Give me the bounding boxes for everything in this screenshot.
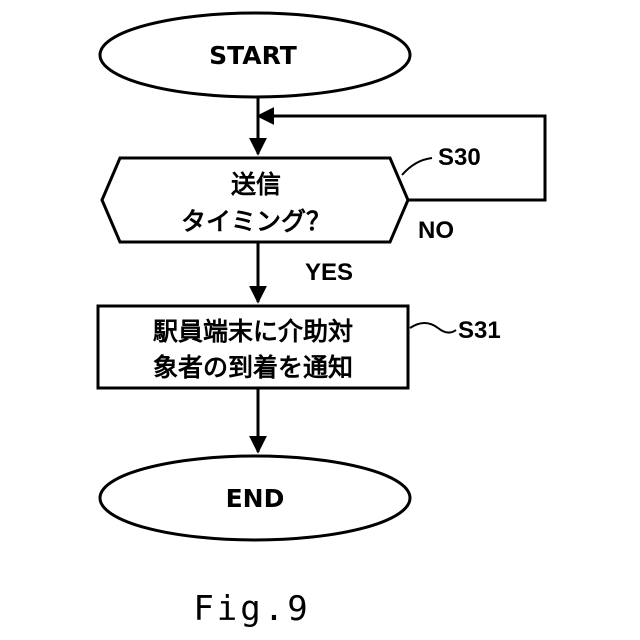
yes-label: YES	[305, 259, 353, 286]
no-label: NO	[418, 217, 454, 244]
figure-caption: Fig.9	[193, 589, 310, 629]
s30-label: S30	[438, 144, 481, 171]
process-line1: 駅員端末に介助対	[153, 317, 353, 346]
decision-line1: 送信	[231, 170, 281, 199]
decision-line2: タイミング？	[181, 207, 331, 236]
s31-label: S31	[458, 317, 501, 344]
end-label: END	[226, 484, 285, 513]
s31-leader	[410, 323, 456, 333]
s30-leader	[402, 158, 432, 175]
process-line2: 象者の到着を通知	[153, 353, 353, 382]
start-label: START	[209, 41, 297, 70]
